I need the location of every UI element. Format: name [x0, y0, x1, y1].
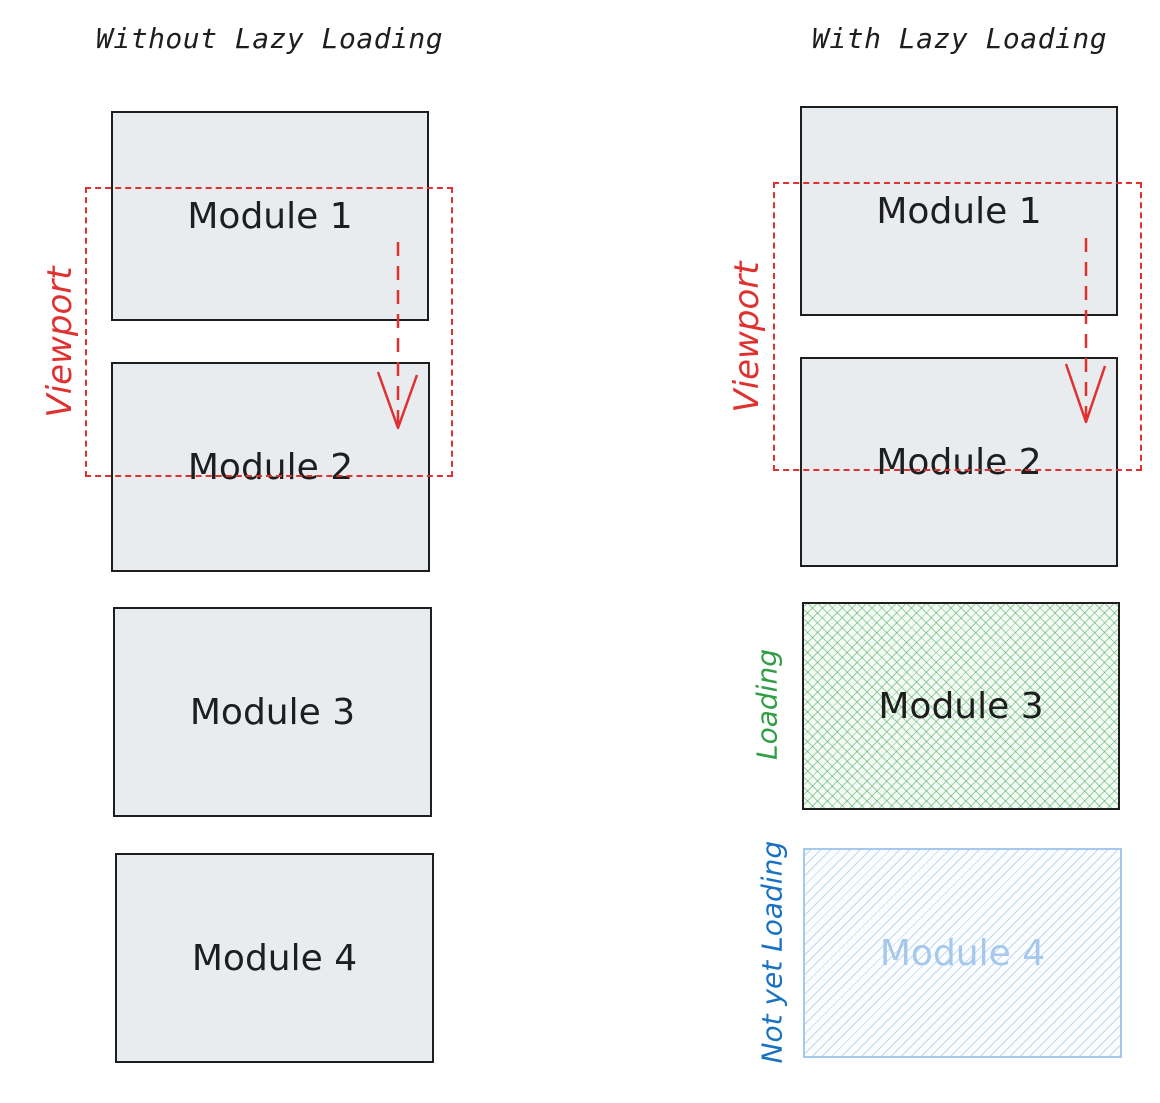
left-viewport-label: Viewport [40, 266, 80, 418]
right-module-4-label: Module 4 [879, 932, 1046, 974]
left-module-2: Module 2 [111, 362, 430, 572]
left-module-2-label: Module 2 [187, 446, 354, 488]
scroll-down-arrow-icon [376, 242, 419, 430]
left-module-3: Module 3 [113, 607, 432, 817]
right-viewport-frame [773, 182, 1142, 471]
right-module-3-label: Module 3 [878, 685, 1044, 727]
left-module-1: Module 1 [111, 111, 429, 321]
not-yet-loading-status-label: Not yet Loading [755, 840, 789, 1064]
left-module-4: Module 4 [115, 853, 434, 1063]
left-column-title: Without Lazy Loading [96, 22, 444, 55]
left-viewport-frame [85, 187, 453, 477]
right-module-3-loading: Module 3 [802, 602, 1120, 810]
left-module-4-label: Module 4 [191, 937, 358, 979]
right-column-title: With Lazy Loading [812, 22, 1108, 55]
left-module-3-label: Module 3 [189, 691, 356, 733]
right-module-2-label: Module 2 [876, 441, 1042, 483]
right-viewport-label: Viewport [727, 261, 767, 413]
right-module-4-not-loaded: Module 4 [803, 848, 1122, 1058]
right-module-1: Module 1 [800, 106, 1118, 316]
loading-status-label: Loading [750, 649, 784, 760]
right-module-1-label: Module 1 [876, 190, 1042, 232]
scroll-down-arrow-icon [1064, 238, 1107, 424]
left-module-1-label: Module 1 [187, 195, 353, 237]
right-module-2: Module 2 [800, 357, 1118, 567]
